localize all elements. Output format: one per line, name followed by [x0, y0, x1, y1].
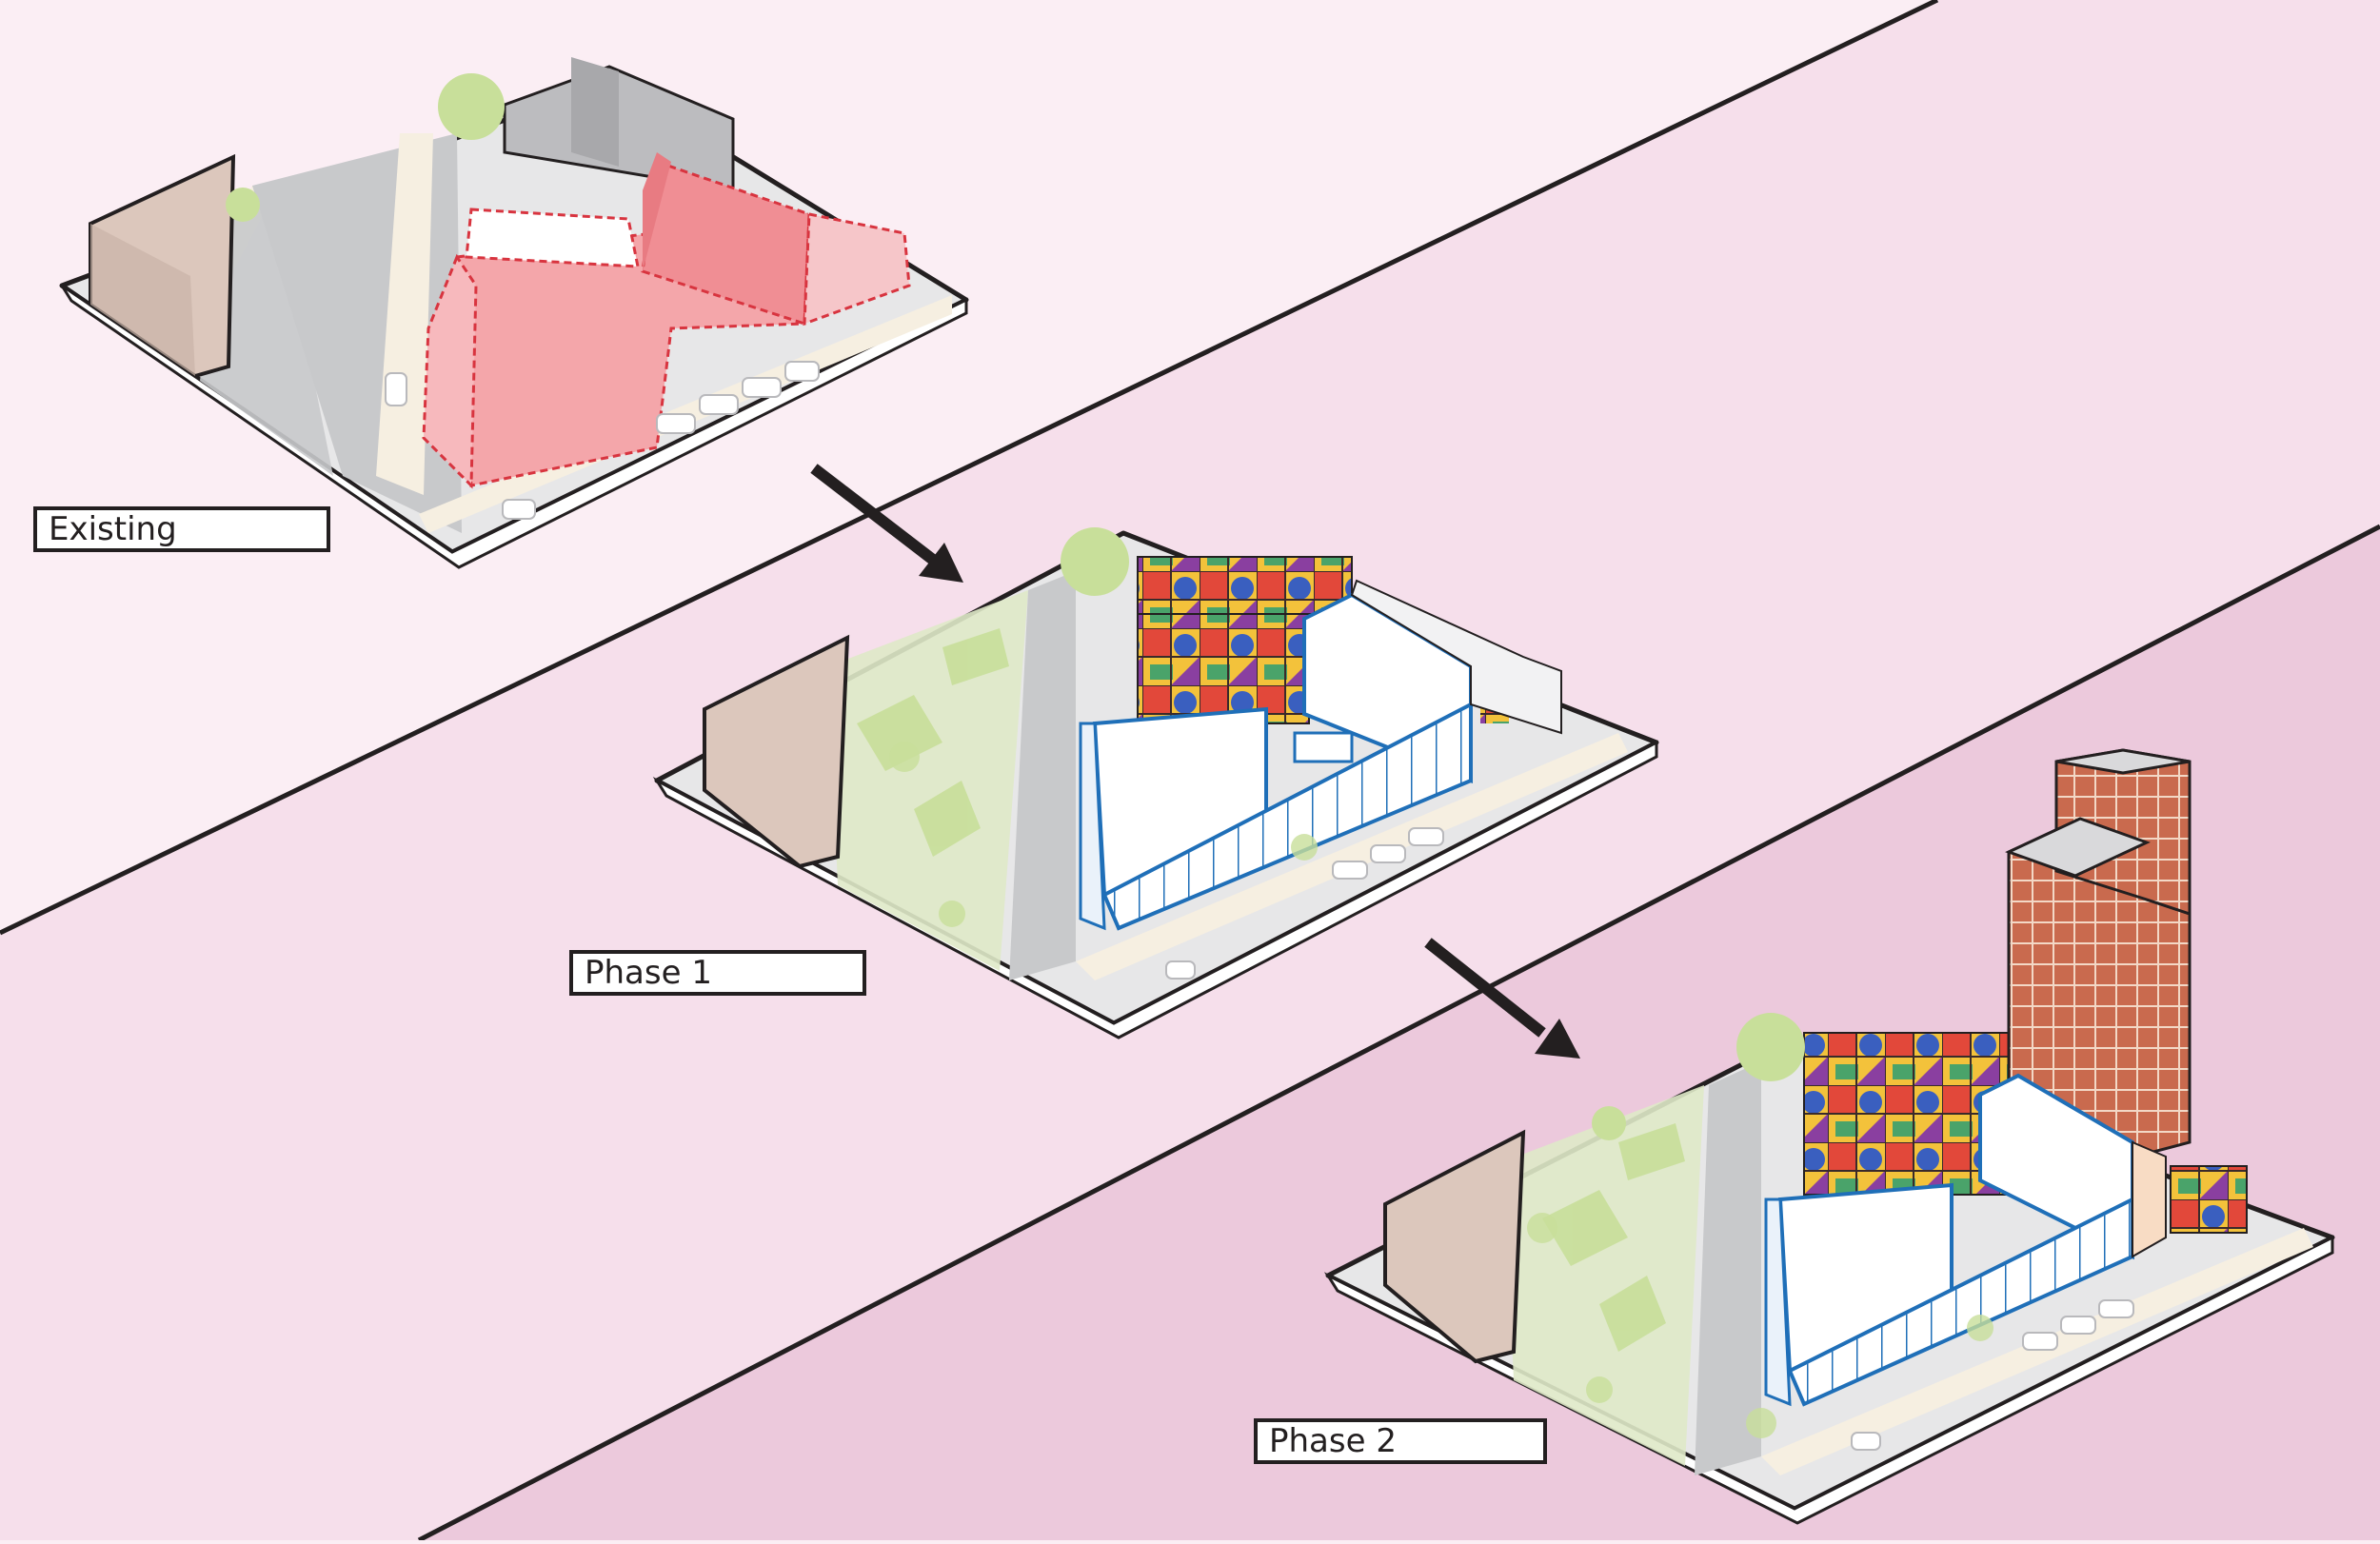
new-building-facade	[1101, 701, 1473, 931]
car-icon	[2022, 1332, 2058, 1351]
car-icon	[656, 413, 696, 434]
car-icon	[1332, 861, 1368, 880]
street	[200, 190, 333, 476]
tree-icon	[1586, 1376, 1613, 1403]
mural-courtyard	[1137, 613, 1310, 724]
car-icon	[1165, 960, 1196, 980]
tree-icon	[1527, 1213, 1557, 1243]
car-icon	[385, 372, 407, 406]
car-icon	[2098, 1299, 2134, 1318]
park-lawn	[942, 628, 1009, 685]
tree-icon	[1746, 1408, 1776, 1438]
label-phase-1: Phase 1	[569, 950, 866, 996]
arrow-icon	[810, 464, 963, 583]
label-phase-2: Phase 2	[1254, 1418, 1547, 1464]
tree-icon	[939, 901, 965, 927]
mural-courtyard	[1803, 1032, 2010, 1196]
street	[1009, 571, 1076, 980]
neighbor-building	[1383, 1129, 1526, 1364]
car-icon	[742, 377, 782, 398]
tree-icon	[226, 188, 260, 222]
existing-building-roof	[465, 208, 640, 268]
arrow-icon	[1424, 938, 1580, 1059]
site-existing	[59, 57, 969, 569]
new-building-corner	[1079, 722, 1106, 931]
mural-panel	[2170, 1165, 2248, 1234]
tree-icon	[1291, 834, 1318, 861]
tower-roof	[2055, 748, 2191, 775]
sidewalk	[1761, 1228, 2313, 1475]
car-icon	[1370, 844, 1406, 863]
park-lawn	[914, 781, 981, 857]
neighbor-building	[703, 634, 850, 869]
park-lawn	[1599, 1276, 1666, 1352]
tree-icon	[1967, 1315, 1993, 1341]
tree-icon	[1736, 1013, 1805, 1081]
tree-icon	[889, 742, 920, 772]
park-lawn	[1542, 1190, 1628, 1266]
divider-line-2	[417, 524, 2380, 1543]
car-icon	[699, 394, 739, 415]
existing-building-face	[422, 253, 478, 489]
mural-wall	[1137, 556, 1353, 615]
new-building-annex	[2132, 1140, 2167, 1258]
park	[1504, 1085, 1704, 1466]
new-building-window	[1293, 731, 1354, 763]
tree-icon	[1592, 1106, 1626, 1140]
existing-building-annex	[803, 212, 911, 327]
park	[828, 590, 1028, 971]
label-existing: Existing	[33, 506, 330, 552]
car-icon	[1851, 1432, 1881, 1451]
back-building	[571, 57, 619, 167]
site-phase2	[1323, 748, 2335, 1525]
car-icon	[784, 361, 820, 382]
street	[1695, 1061, 1761, 1475]
divider-line-1	[0, 0, 1939, 936]
tree-icon	[1061, 527, 1129, 596]
new-building-corner	[1764, 1198, 1792, 1407]
tower-roof	[2005, 817, 2151, 878]
car-icon	[1408, 827, 1444, 846]
sidewalk	[1076, 733, 1628, 980]
site-phase1	[652, 527, 1659, 1039]
site-base-edge	[60, 284, 968, 569]
park-lawn	[1618, 1123, 1685, 1180]
car-icon	[502, 499, 536, 520]
neighbor-building-side	[90, 224, 195, 376]
back-building	[1350, 579, 1562, 735]
tree-icon	[438, 73, 505, 140]
park-lawn	[857, 695, 942, 771]
car-icon	[2060, 1316, 2096, 1335]
existing-building-block-side	[643, 152, 671, 271]
